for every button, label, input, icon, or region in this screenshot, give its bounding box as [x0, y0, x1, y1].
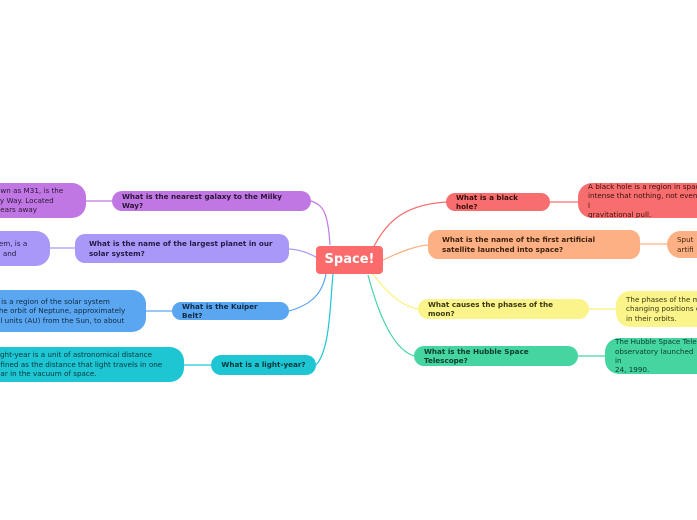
answer-hubble[interactable]: The Hubble Space Teles observatory launc… — [605, 338, 697, 374]
question-kuiper-belt[interactable]: What is the Kuiper Belt? — [172, 302, 289, 320]
question-light-year[interactable]: What is a light-year? — [211, 355, 316, 375]
answer-largest-planet[interactable]: tem, is a n and — [0, 231, 50, 266]
question-nearest-galaxy-label: What is the nearest galaxy to the Milky … — [122, 191, 282, 210]
answer-kuiper-belt[interactable]: t is a region of the solar system the or… — [0, 290, 146, 332]
question-black-hole[interactable]: What is a black hole? — [446, 193, 550, 211]
answer-moon-phases[interactable]: The phases of the m changing positions o… — [616, 291, 697, 327]
connector-kuiper-belt — [288, 273, 327, 312]
answer-kuiper-belt-text: t is a region of the solar system the or… — [0, 296, 126, 325]
central-topic[interactable]: Space! — [316, 246, 383, 274]
connector-moon-phases — [371, 272, 419, 310]
connector-nearest-galaxy — [310, 200, 331, 246]
question-black-hole-label: What is a black hole? — [456, 193, 518, 211]
connector-black-hole — [371, 201, 447, 251]
answer-largest-planet-text: tem, is a n and — [0, 239, 28, 258]
answer-nearest-galaxy-text: own as M31, is the ky Way. Located years… — [0, 186, 64, 215]
answer-black-hole[interactable]: A black hole is a region in spac intense… — [578, 183, 697, 218]
answer-moon-phases-text: The phases of the m changing positions o… — [626, 294, 697, 323]
connector-largest-planet — [288, 248, 319, 259]
question-largest-planet[interactable]: What is the name of the largest planet i… — [75, 234, 289, 263]
question-moon-phases-label: What causes the phases of the moon? — [428, 299, 553, 318]
question-light-year-label: What is a light-year? — [221, 360, 306, 370]
central-topic-label: Space! — [324, 251, 375, 267]
question-nearest-galaxy[interactable]: What is the nearest galaxy to the Milky … — [112, 191, 311, 211]
question-first-satellite[interactable]: What is the name of the first artificial… — [428, 230, 640, 259]
answer-light-year-text: light-year is a unit of astronomical dis… — [0, 350, 163, 379]
question-largest-planet-label: What is the name of the largest planet i… — [89, 239, 273, 258]
answer-first-satellite[interactable]: Sput artifi — [667, 231, 697, 258]
answer-light-year[interactable]: light-year is a unit of astronomical dis… — [0, 347, 184, 382]
answer-hubble-text: The Hubble Space Teles observatory launc… — [615, 338, 697, 374]
connector-light-year — [315, 273, 334, 366]
question-kuiper-belt-label: What is the Kuiper Belt? — [182, 302, 258, 320]
question-moon-phases[interactable]: What causes the phases of the moon? — [418, 299, 589, 319]
question-first-satellite-label: What is the name of the first artificial… — [442, 235, 596, 254]
connector-first-satellite — [382, 244, 429, 261]
answer-nearest-galaxy[interactable]: own as M31, is the ky Way. Located years… — [0, 183, 86, 218]
answer-first-satellite-text: Sput artifi — [677, 235, 694, 254]
connector-hubble — [367, 274, 415, 357]
question-hubble[interactable]: What is the Hubble Space Telescope? — [414, 346, 578, 366]
answer-black-hole-text: A black hole is a region in spac intense… — [588, 183, 697, 218]
question-hubble-label: What is the Hubble Space Telescope? — [424, 346, 529, 365]
